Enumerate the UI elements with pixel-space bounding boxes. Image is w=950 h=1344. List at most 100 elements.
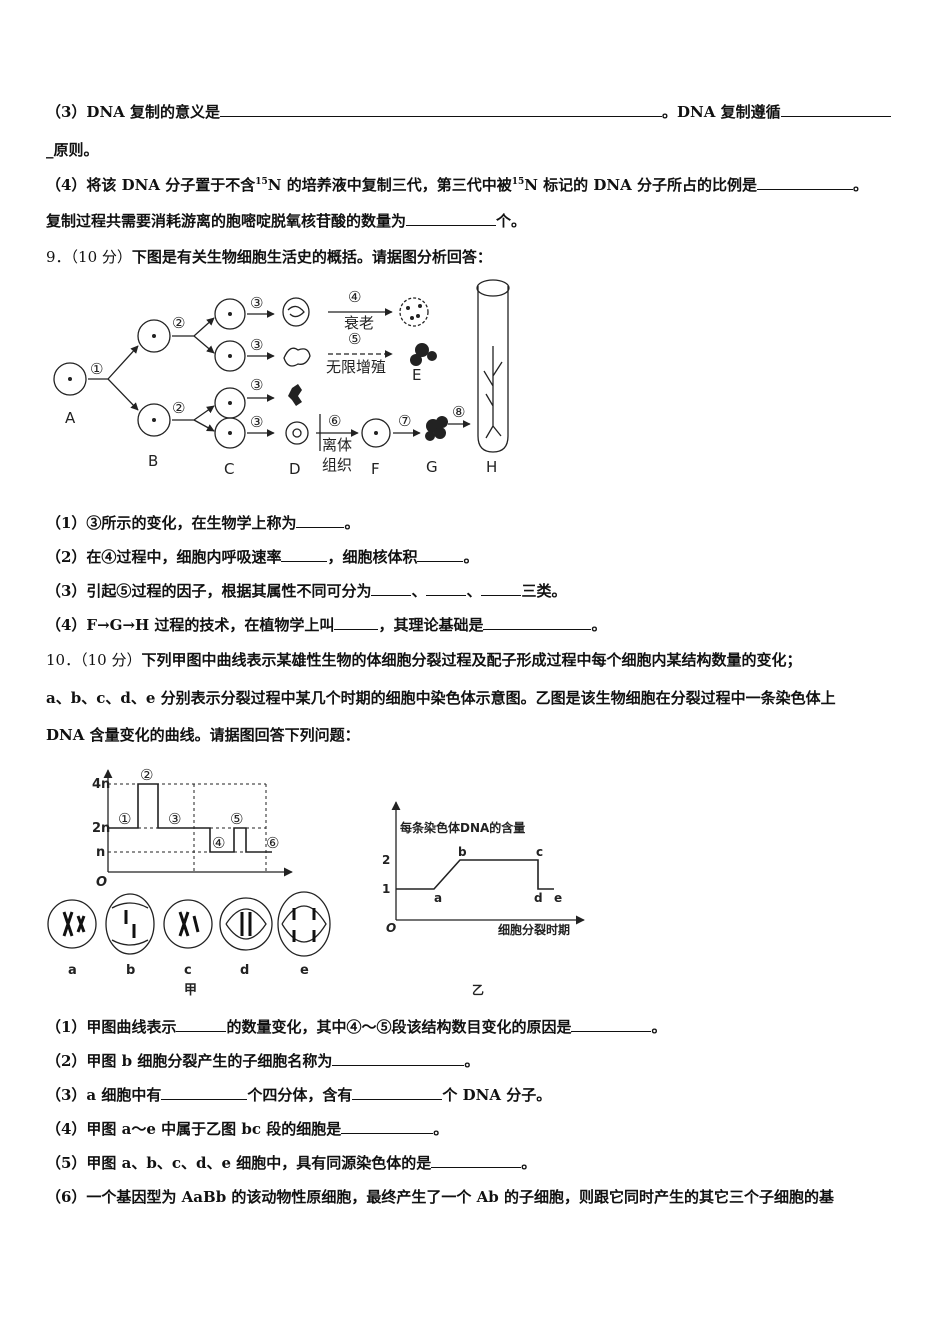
- yi-curve: [396, 859, 554, 890]
- q9-sub-3: （3）引起⑤过程的因子，根据其属性不同可分为、、三类。: [46, 580, 567, 601]
- step-4: ④: [348, 288, 361, 306]
- q9-sub-4: （4）F→G→H 过程的技术，在植物学上叫 ，其理论基础是 。: [46, 614, 606, 635]
- q9-text: （4）F→G→H 过程的技术，在植物学上叫: [46, 616, 335, 634]
- segment-3: ③: [168, 810, 181, 828]
- answer-blank[interactable]: [296, 513, 345, 528]
- isolated-label: 离体: [322, 436, 352, 454]
- answer-blank[interactable]: [334, 615, 379, 630]
- question-stem: 下列甲图中曲线表示某雄性生物的体细胞分裂过程及配子形成过程中每个细胞内某结构数量…: [141, 651, 802, 669]
- question-stem: a、b、c、d、e 分别表示分裂过程中某几个时期的细胞中染色体示意图。乙图是该生…: [46, 689, 836, 707]
- answer-blank[interactable]: [417, 547, 464, 562]
- cell-b: [105, 893, 155, 955]
- q9-text: 。: [591, 616, 607, 634]
- q9-text: （3）引起⑤过程的因子，根据其属性不同可分为: [46, 582, 372, 600]
- q9-text: ，细胞核体积: [327, 548, 418, 566]
- yi-point-c: c: [536, 845, 543, 859]
- q8-text: （3）DNA 复制的意义是: [46, 103, 221, 121]
- q10-sub-6: （6）一个基因型为 AaBb 的该动物性原细胞，最终产生了一个 Ab 的子细胞，…: [46, 1186, 834, 1207]
- question-stem: DNA 含量变化的曲线。请据图回答下列问题：: [46, 726, 360, 744]
- step-2: ②: [172, 314, 185, 332]
- answer-blank[interactable]: [481, 581, 522, 596]
- q9-text: （2）在④过程中，细胞内呼吸速率: [46, 548, 282, 566]
- cell-C2: [214, 340, 246, 372]
- q10-text: 。: [464, 1052, 480, 1070]
- cell-c: [163, 899, 213, 949]
- label-A: A: [65, 409, 76, 427]
- q10-text: （2）甲图 b 细胞分裂产生的子细胞名称为: [46, 1052, 333, 1070]
- cell-life-history-figure: A B C D E F G H ① ② ② ③ ③ ③ ③ ④ ⑤ ⑥ ⑦ ⑧ …: [53, 279, 510, 478]
- yi-tick-2: 2: [382, 853, 390, 867]
- cell-a: [47, 899, 97, 949]
- tick-n: n: [96, 845, 105, 860]
- question-number: 9．: [46, 248, 71, 266]
- q10-text: 。: [433, 1120, 449, 1138]
- q9-text: 、: [411, 582, 427, 600]
- q9-text: ，其理论基础是: [378, 616, 484, 634]
- cell-B-top: [137, 319, 171, 353]
- question-score: （10 分）: [80, 651, 142, 669]
- q8-text: 复制过程共需要消耗游离的胞嘧啶脱氧核苷酸的数量为: [46, 212, 407, 230]
- answer-blank[interactable]: [483, 615, 592, 630]
- cell-d: [219, 897, 273, 951]
- answer-blank[interactable]: [780, 102, 891, 117]
- step-7: ⑦: [398, 412, 411, 430]
- answer-blank[interactable]: [757, 175, 853, 190]
- step-8: ⑧: [452, 403, 465, 421]
- label-D: D: [289, 460, 301, 478]
- q10-text: （3）a 细胞中有: [46, 1086, 162, 1104]
- origin: O: [96, 875, 107, 890]
- answer-blank[interactable]: [571, 1017, 652, 1032]
- answer-blank[interactable]: [220, 102, 663, 117]
- q8-text: 个。: [496, 212, 527, 230]
- answer-blank[interactable]: [161, 1085, 248, 1100]
- cell-D1: [282, 297, 310, 327]
- cell-label-b: b: [126, 963, 135, 978]
- answer-blank[interactable]: [352, 1085, 443, 1100]
- cell-D4: [285, 421, 309, 445]
- yi-point-a: a: [434, 891, 442, 905]
- answer-blank[interactable]: [371, 581, 412, 596]
- q9-text: 。: [344, 514, 360, 532]
- cell-label-c: c: [184, 963, 192, 978]
- answer-blank[interactable]: [176, 1017, 227, 1032]
- q10-text: 。: [651, 1018, 667, 1036]
- yi-point-e: e: [554, 891, 562, 905]
- q9-text: 。: [463, 548, 479, 566]
- q10-text: 个四分体，含有: [247, 1086, 353, 1104]
- segment-1: ①: [118, 810, 131, 828]
- question-score: （10 分）: [70, 248, 132, 266]
- q8-text: _原则。: [46, 141, 99, 159]
- yi-ylabel: 每条染色体DNA的含量: [400, 820, 525, 835]
- q9-sub-2: （2）在④过程中，细胞内呼吸速率 ，细胞核体积 。: [46, 546, 478, 567]
- proliferation-label: 无限增殖: [326, 358, 386, 376]
- q10-stem-2: a、b、c、d、e 分别表示分裂过程中某几个时期的细胞中染色体示意图。乙图是该生…: [46, 687, 836, 708]
- segment-2: ②: [140, 766, 153, 784]
- cell-label-e: e: [300, 963, 309, 978]
- isotope-superscript: 15: [511, 177, 525, 187]
- aging-label: 衰老: [344, 314, 374, 332]
- label-B: B: [148, 452, 158, 470]
- q9-text: 、: [466, 582, 482, 600]
- question-number: 10．: [46, 651, 81, 669]
- cell-C4: [214, 417, 246, 449]
- q8-text: （4）将该 DNA 分子置于不含: [46, 176, 256, 194]
- q8-text: 。: [853, 176, 869, 194]
- figure-caption-yi: 乙: [472, 983, 484, 997]
- answer-blank[interactable]: [431, 1153, 522, 1168]
- answer-blank[interactable]: [426, 581, 467, 596]
- answer-blank[interactable]: [281, 547, 328, 562]
- q9-text: （1）③所示的变化，在生物学上称为: [46, 514, 297, 532]
- answer-blank[interactable]: [332, 1051, 465, 1066]
- q8-line-3: （3）DNA 复制的意义是 。DNA 复制遵循: [46, 101, 891, 122]
- segment-6: ⑥: [266, 834, 279, 852]
- yi-origin: O: [386, 921, 396, 935]
- q8-text: 。DNA 复制遵循: [662, 103, 781, 121]
- step-1: ①: [90, 360, 103, 378]
- q10-stem-3: DNA 含量变化的曲线。请据图回答下列问题：: [46, 724, 360, 745]
- answer-blank[interactable]: [406, 211, 497, 226]
- q10-text: 个 DNA 分子。: [442, 1086, 552, 1104]
- answer-blank[interactable]: [341, 1119, 434, 1134]
- segment-5: ⑤: [230, 810, 243, 828]
- cell-A: [53, 362, 87, 396]
- isotope-superscript: 15: [255, 177, 268, 187]
